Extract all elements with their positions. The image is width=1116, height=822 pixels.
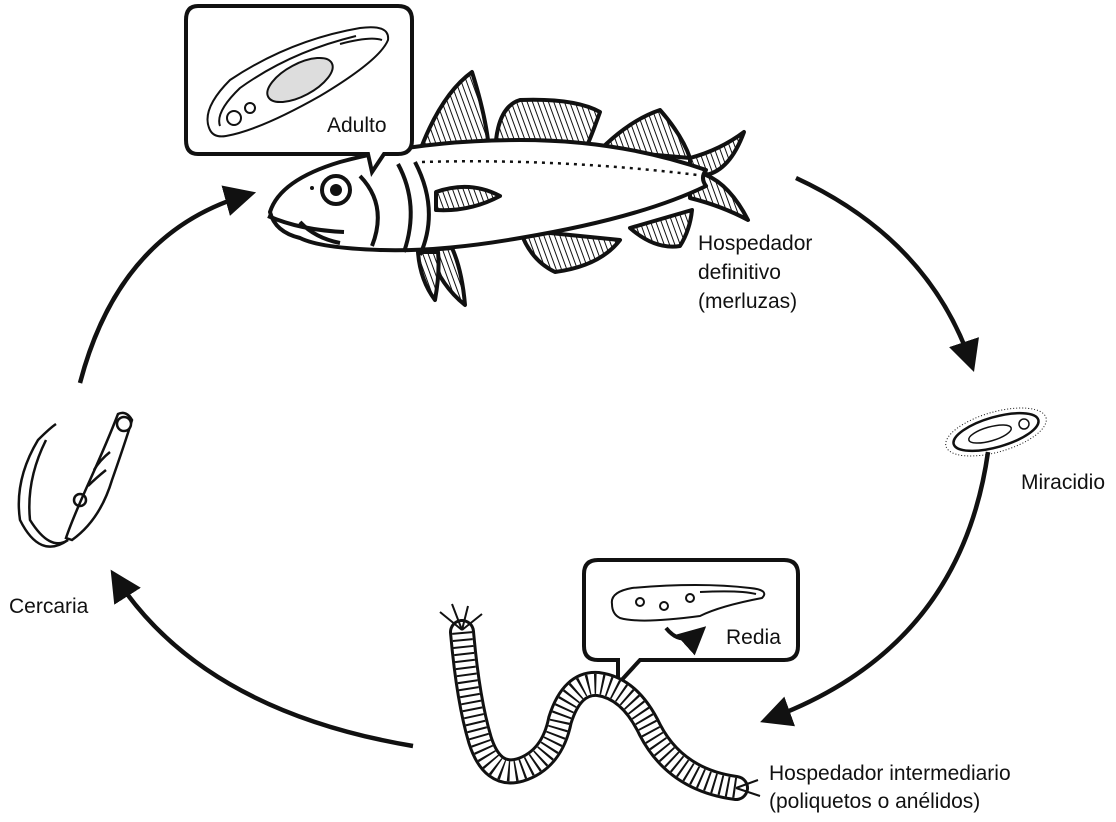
cercaria-icon bbox=[19, 413, 132, 547]
redia-callout: Redia bbox=[584, 560, 798, 684]
definitive-host-line-2: definitivo bbox=[698, 261, 781, 284]
arrow-worm-to-cercaria bbox=[114, 575, 413, 746]
intermediate-host-line-1: Hospedador intermediario bbox=[769, 762, 1011, 785]
definitive-host-line-3: (merluzas) bbox=[698, 290, 797, 313]
miracidium-icon bbox=[941, 398, 1052, 465]
cercaria-label: Cercaria bbox=[9, 595, 89, 618]
arrow-cercaria-to-fish bbox=[80, 194, 250, 383]
intermediate-host-line-2: (poliquetos o anélidos) bbox=[769, 790, 980, 813]
adult-label: Adulto bbox=[327, 114, 387, 137]
miracidium-label: Miracidio bbox=[1021, 471, 1105, 494]
intermediate-host-label: Hospedador intermediario (poliquetos o a… bbox=[769, 762, 1011, 813]
redia-label: Redia bbox=[726, 626, 781, 649]
cycle-arrows bbox=[80, 178, 988, 746]
definitive-host-label: Hospedador definitivo (merluzas) bbox=[698, 232, 812, 313]
arrow-fish-to-miracidium bbox=[796, 178, 972, 366]
adult-callout: Adulto bbox=[186, 6, 412, 172]
definitive-host-line-1: Hospedador bbox=[698, 232, 812, 255]
